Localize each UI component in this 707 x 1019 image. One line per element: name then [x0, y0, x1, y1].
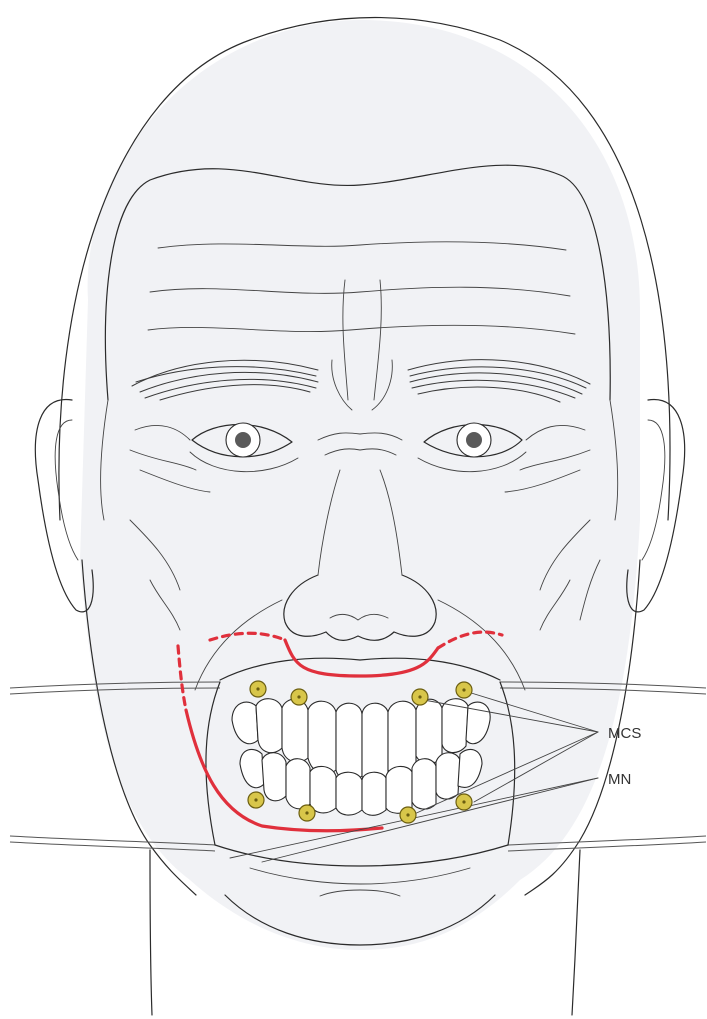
screw-icon — [456, 794, 472, 810]
screw-icon — [291, 689, 307, 705]
screw-icon — [248, 792, 264, 808]
screw-icon — [412, 689, 428, 705]
label-mcs: MCS — [608, 725, 641, 742]
head — [59, 18, 670, 1016]
screw-icon — [299, 805, 315, 821]
neck-left — [150, 850, 152, 1015]
screw-icon — [250, 681, 266, 697]
neck-right — [572, 850, 580, 1015]
label-mn: MN — [608, 771, 631, 788]
screw-icon — [400, 807, 416, 823]
screw-icon — [456, 682, 472, 698]
